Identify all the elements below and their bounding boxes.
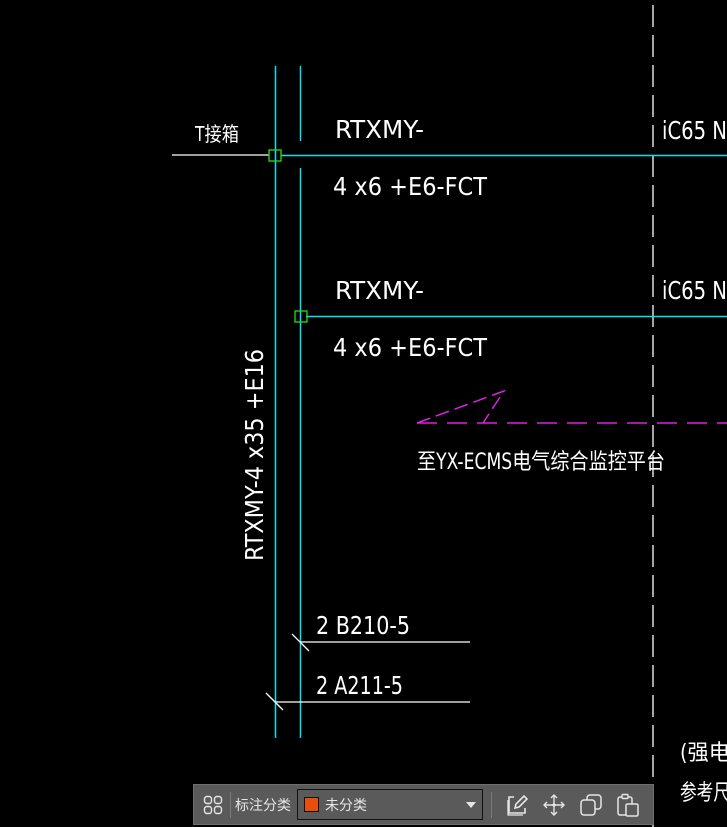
toolbar-actions [504, 792, 641, 818]
junction-node-1[interactable] [268, 149, 282, 162]
toolbar-separator [491, 791, 492, 818]
junction-node-2[interactable] [294, 310, 308, 323]
t-box-label: T接箱 [194, 122, 239, 146]
ecms-arrow-icon [416, 389, 506, 424]
cable-1-type: RTXMY- [335, 115, 424, 144]
four-squares-icon[interactable] [200, 792, 226, 818]
edit-icon[interactable] [504, 792, 530, 818]
category-dropdown-value: 未分类 [325, 797, 367, 814]
circuit-2-tick [265, 692, 284, 711]
chevron-down-icon [466, 801, 476, 808]
annotation-toolbar: 标注分类 未分类 [193, 784, 654, 825]
circuit-1-tick [291, 633, 310, 652]
cable-2-spec: 4 x6 +E6-FCT [333, 333, 487, 362]
copy-icon[interactable] [578, 792, 604, 818]
note-line-2: 参考尺 [680, 781, 727, 806]
trunk-cable-label: RTXMY-4 x35 +E16 [240, 349, 269, 561]
cable-1-spec: 4 x6 +E6-FCT [333, 172, 487, 201]
breaker-2-label: iC65 N- [662, 276, 727, 305]
paste-icon[interactable] [615, 792, 641, 818]
category-label: 标注分类 [235, 797, 291, 814]
circuit-2-label: 2 A211-5 [316, 671, 403, 700]
note-line-1: (强电 [680, 741, 727, 766]
circuit-1-label: 2 B210-5 [316, 611, 410, 640]
breaker-1-label: iC65 N- [662, 116, 727, 145]
toolbar-separator [230, 791, 231, 818]
category-color-swatch [304, 797, 319, 812]
ecms-label: 至YX-ECMS电气综合监控平台 [417, 450, 665, 475]
category-dropdown[interactable]: 未分类 [297, 789, 483, 820]
cable-2-type: RTXMY- [335, 276, 424, 305]
move-icon[interactable] [541, 792, 567, 818]
